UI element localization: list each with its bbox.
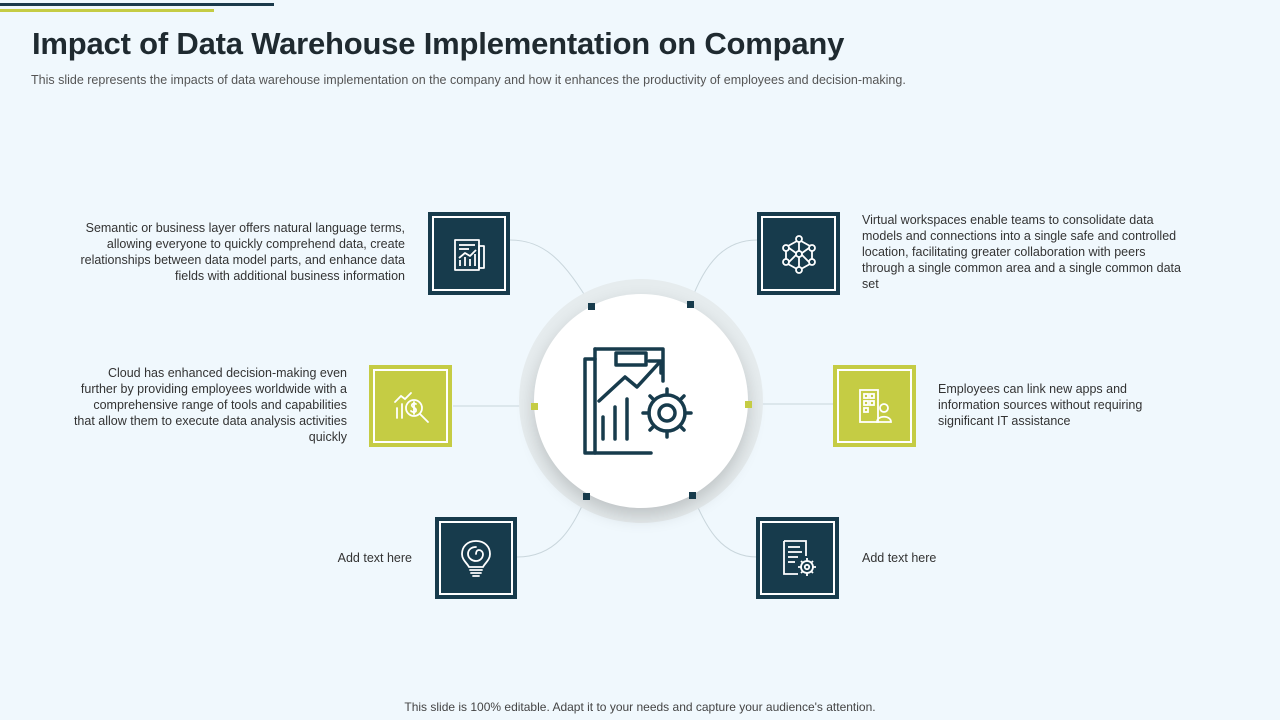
description-top-left: Semantic or business layer offers natura… — [80, 221, 405, 283]
document-gear-icon — [782, 540, 816, 576]
icon-box-mid-left — [369, 365, 452, 447]
center-circle — [534, 294, 748, 508]
report-growth-gear-icon — [583, 347, 693, 455]
connector-dot-mid-left — [531, 403, 538, 410]
top-accent-bar-dark — [0, 3, 274, 6]
slide-title: Impact of Data Warehouse Implementation … — [32, 26, 845, 61]
slide-footer: This slide is 100% editable. Adapt it to… — [404, 700, 876, 714]
connector-bottom-left — [516, 496, 587, 558]
connector-dot-mid-right — [745, 401, 752, 408]
connector-dot-top-right — [687, 301, 694, 308]
connector-dot-top-left — [588, 303, 595, 310]
connector-dot-bottom-right — [689, 492, 696, 499]
description-bottom-right: Add text here — [862, 551, 937, 565]
slide-subtitle: This slide represents the impacts of dat… — [31, 73, 906, 87]
lightbulb-icon — [461, 540, 491, 577]
description-bottom-left: Add text here — [337, 551, 412, 565]
financial-analysis-magnifier-icon — [393, 392, 429, 423]
connector-dot-bottom-left — [583, 493, 590, 500]
description-top-right: Virtual workspaces enable teams to conso… — [862, 213, 1181, 291]
icon-box-bottom-right — [756, 517, 839, 599]
description-mid-left: Cloud has enhanced decision-making even … — [73, 366, 347, 444]
icon-box-top-left — [428, 212, 510, 295]
description-mid-right: Employees can link new apps and informat… — [938, 382, 1143, 428]
network-nodes-icon — [781, 234, 816, 274]
top-accent-bar-lime — [0, 9, 214, 12]
office-building-user-icon — [858, 389, 892, 423]
icon-box-bottom-left — [435, 517, 517, 599]
icon-box-top-right — [757, 212, 840, 295]
report-chart-icon — [454, 238, 485, 271]
icon-box-mid-right — [833, 365, 916, 447]
